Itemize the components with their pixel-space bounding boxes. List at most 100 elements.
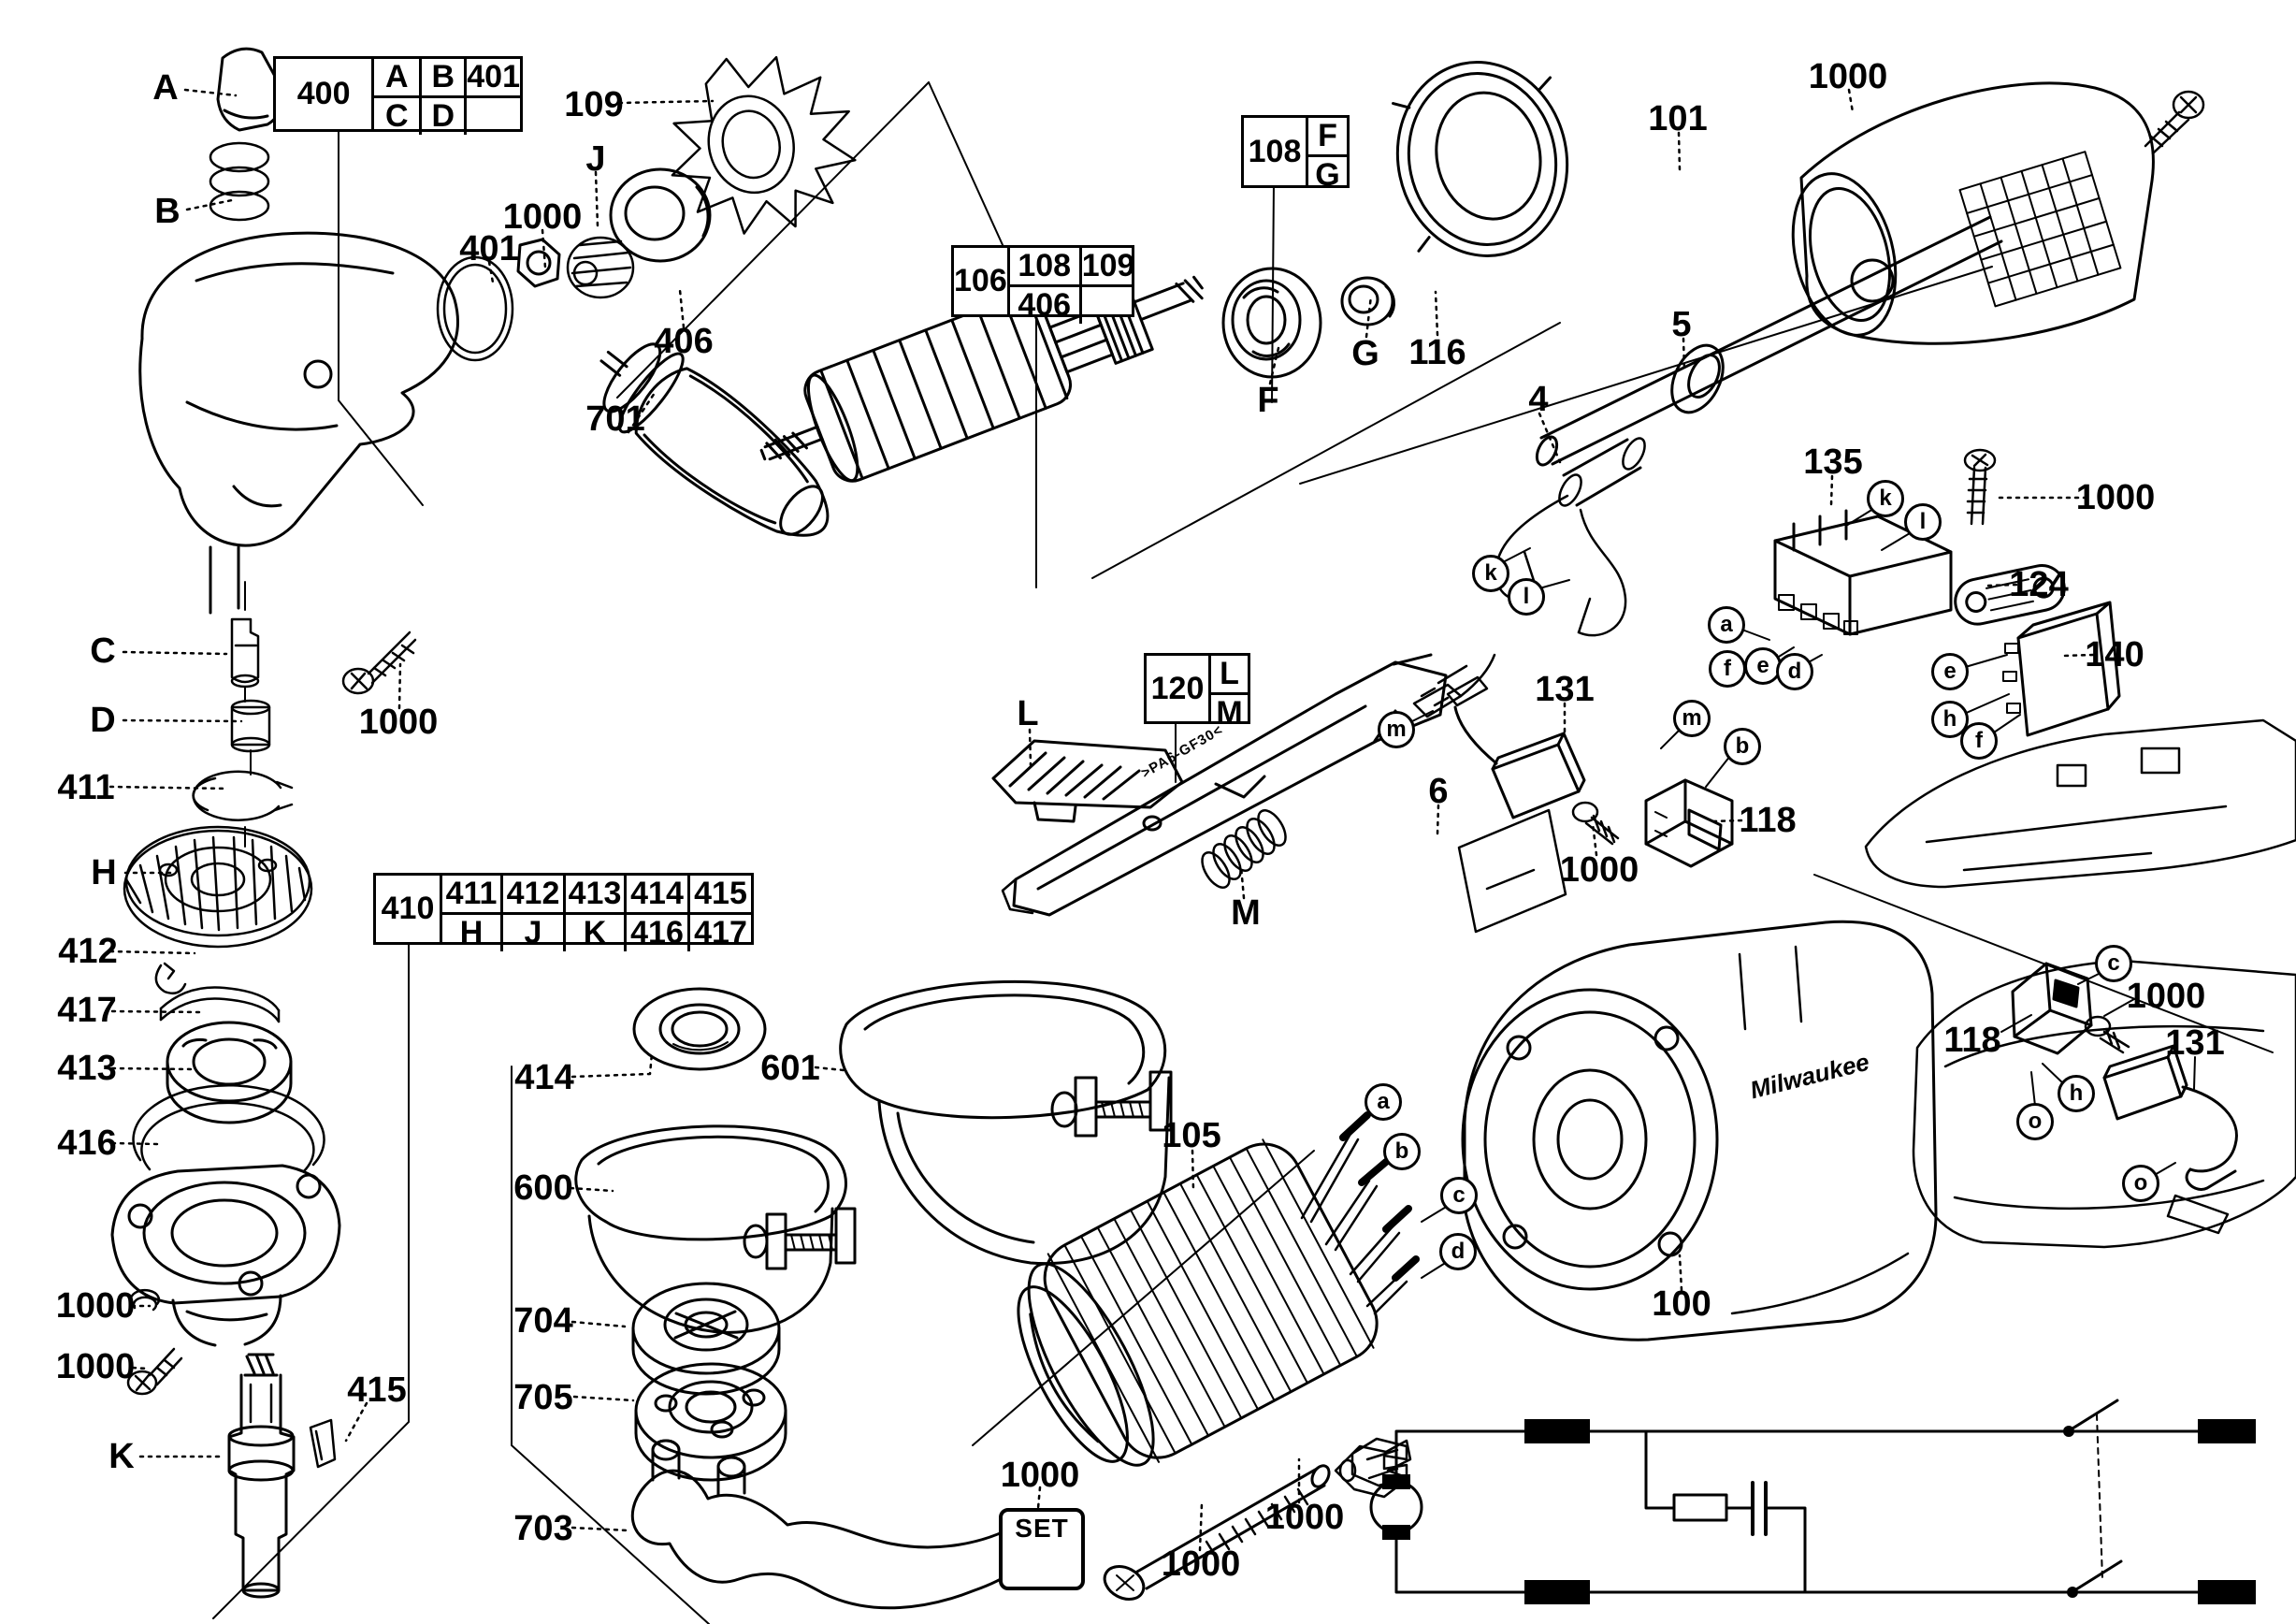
bearing-flange-part bbox=[110, 1164, 341, 1347]
part-label-415: 415 bbox=[347, 1370, 407, 1410]
ref-cell: A bbox=[384, 59, 409, 94]
part-label-1000: 1000 bbox=[1559, 850, 1639, 890]
callout-b: b bbox=[1383, 1133, 1421, 1170]
part-label-416: 416 bbox=[57, 1124, 117, 1163]
ref-cell: L bbox=[1220, 656, 1239, 691]
snap-ring-part bbox=[192, 770, 294, 821]
leader-lines bbox=[108, 88, 2095, 1552]
part-label-412: 412 bbox=[58, 932, 118, 971]
carbon-brush-part bbox=[1437, 664, 1586, 819]
callout-b: b bbox=[1724, 728, 1761, 765]
lever-plate-part bbox=[1954, 564, 2066, 626]
ref-table-120: 120 L M bbox=[1144, 653, 1250, 731]
stator-leads bbox=[1300, 1111, 1420, 1315]
ref-cell: M bbox=[1216, 695, 1243, 731]
switch-mount-part bbox=[2011, 962, 2093, 1055]
part-label-1000: 1000 bbox=[358, 703, 439, 742]
nameplate-part bbox=[1457, 808, 1567, 934]
guard-part bbox=[574, 1124, 857, 1334]
callout-l: l bbox=[1508, 578, 1545, 616]
part-label-1000: 1000 bbox=[55, 1286, 136, 1326]
part-label-1000: 1000 bbox=[2075, 478, 2156, 517]
part-label-116: 116 bbox=[1408, 333, 1466, 372]
flange-part bbox=[631, 1282, 781, 1396]
set-sticker-label: SET bbox=[1015, 1514, 1069, 1543]
switch-part bbox=[1773, 509, 1953, 636]
part-label-J: J bbox=[585, 139, 606, 179]
screw-part bbox=[1571, 801, 1620, 846]
part-label-414: 414 bbox=[514, 1058, 574, 1097]
callout-e: e bbox=[1744, 647, 1782, 685]
ref-cell: H bbox=[459, 915, 484, 950]
part-label-5: 5 bbox=[1671, 305, 1692, 344]
wiring-schematic bbox=[1369, 1399, 2256, 1604]
ref-cell: 417 bbox=[687, 915, 751, 951]
spring-part bbox=[1201, 809, 1287, 889]
ref-table-120-key: 120 bbox=[1147, 656, 1211, 721]
armature-part bbox=[759, 270, 1204, 483]
ref-cell bbox=[1078, 287, 1135, 324]
part-label-131: 131 bbox=[1535, 670, 1595, 709]
capacitor-box-part bbox=[2002, 601, 2121, 737]
ref-table-400: 400 A B 401 C D bbox=[273, 56, 523, 135]
retaining-clip-part bbox=[154, 962, 187, 994]
callout-k: k bbox=[1472, 555, 1509, 592]
screw-part bbox=[126, 1347, 183, 1396]
part-label-601: 601 bbox=[760, 1049, 820, 1088]
callout-d: d bbox=[1776, 653, 1813, 690]
part-label-600: 600 bbox=[513, 1168, 573, 1208]
ref-cell: J bbox=[500, 915, 563, 951]
ref-cell: 413 bbox=[563, 876, 624, 912]
callout-k: k bbox=[1867, 480, 1904, 517]
ref-cell: K bbox=[563, 915, 624, 951]
screw-part bbox=[341, 631, 417, 695]
washer-part bbox=[129, 1288, 161, 1312]
ref-cell: 416 bbox=[624, 915, 687, 951]
clip-part bbox=[1644, 778, 1734, 868]
part-label-135: 135 bbox=[1803, 442, 1863, 482]
bell-housing-part bbox=[1392, 61, 1569, 257]
motor-housing-part bbox=[1461, 920, 1938, 1341]
callout-d: d bbox=[1439, 1233, 1477, 1270]
callout-c: c bbox=[2095, 945, 2132, 982]
spring-part bbox=[209, 141, 270, 222]
part-label-406: 406 bbox=[654, 322, 714, 361]
snap-ring-part bbox=[132, 1083, 325, 1173]
part-label-G: G bbox=[1351, 334, 1379, 373]
spindle-part bbox=[227, 1353, 296, 1599]
screw-part bbox=[2144, 90, 2205, 155]
ref-cell: 414 bbox=[624, 876, 687, 912]
set-sticker: SET bbox=[999, 1508, 1085, 1590]
motor-cap-part bbox=[1791, 81, 2155, 345]
gear-teeth bbox=[124, 835, 307, 932]
part-label-704: 704 bbox=[513, 1301, 573, 1341]
part-label-100: 100 bbox=[1652, 1284, 1711, 1324]
part-label-703: 703 bbox=[513, 1509, 573, 1548]
part-label-6: 6 bbox=[1428, 772, 1449, 811]
axis-line bbox=[244, 581, 252, 848]
cord-clip-part bbox=[1334, 1439, 1412, 1499]
part-label-A: A bbox=[152, 68, 179, 108]
callout-h: h bbox=[1931, 701, 1969, 738]
part-label-K: K bbox=[108, 1437, 135, 1476]
part-label-131: 131 bbox=[2165, 1023, 2225, 1063]
part-label-411: 411 bbox=[57, 768, 115, 807]
housing-half-lower bbox=[1912, 959, 2296, 1249]
part-label-401: 401 bbox=[459, 229, 519, 268]
part-label-105: 105 bbox=[1162, 1116, 1221, 1155]
ref-cell: B bbox=[419, 59, 464, 95]
callout-l: l bbox=[1904, 503, 1942, 541]
ref-table-106-key: 106 bbox=[954, 248, 1010, 314]
callout-o: o bbox=[2016, 1103, 2054, 1140]
ref-cell: 108 bbox=[1018, 248, 1072, 283]
bolt-part bbox=[1103, 1464, 1331, 1602]
part-label-L: L bbox=[1017, 694, 1039, 733]
sleeve-part bbox=[1340, 276, 1395, 326]
clutch-washer-part bbox=[1221, 267, 1322, 379]
seal-ring-part bbox=[632, 987, 767, 1071]
callout-m: m bbox=[1378, 711, 1415, 748]
part-label-1000: 1000 bbox=[2126, 977, 2206, 1016]
ref-cell: G bbox=[1315, 157, 1340, 193]
ref-cell: D bbox=[419, 98, 464, 135]
